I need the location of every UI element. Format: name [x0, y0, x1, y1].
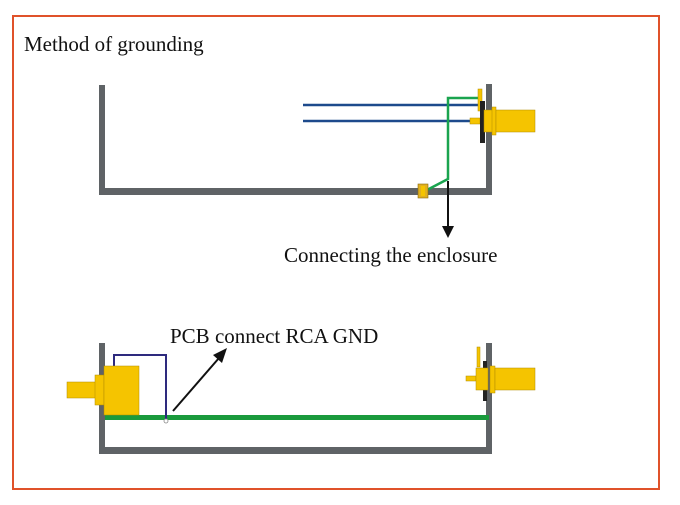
top-enclosure [99, 84, 492, 195]
top-ground-wire [424, 96, 480, 193]
annotation-connecting-enclosure: Connecting the enclosure [284, 243, 498, 267]
diagram-title: Method of grounding [24, 32, 204, 56]
top-signal-wires [303, 103, 480, 123]
top-arrow [442, 181, 454, 238]
solder-point [163, 418, 169, 424]
pcb-board [105, 415, 489, 420]
top-rca-connector [469, 88, 536, 143]
annotation-pcb-connect-rca-gnd: PCB connect RCA GND [170, 324, 379, 348]
enclosure-screw [417, 183, 429, 199]
bottom-arrow [172, 348, 227, 412]
right-rca-connector [465, 346, 536, 401]
left-rca-connector [66, 365, 140, 416]
pcb-ground-jumper [113, 354, 167, 419]
bottom-enclosure [99, 343, 492, 454]
